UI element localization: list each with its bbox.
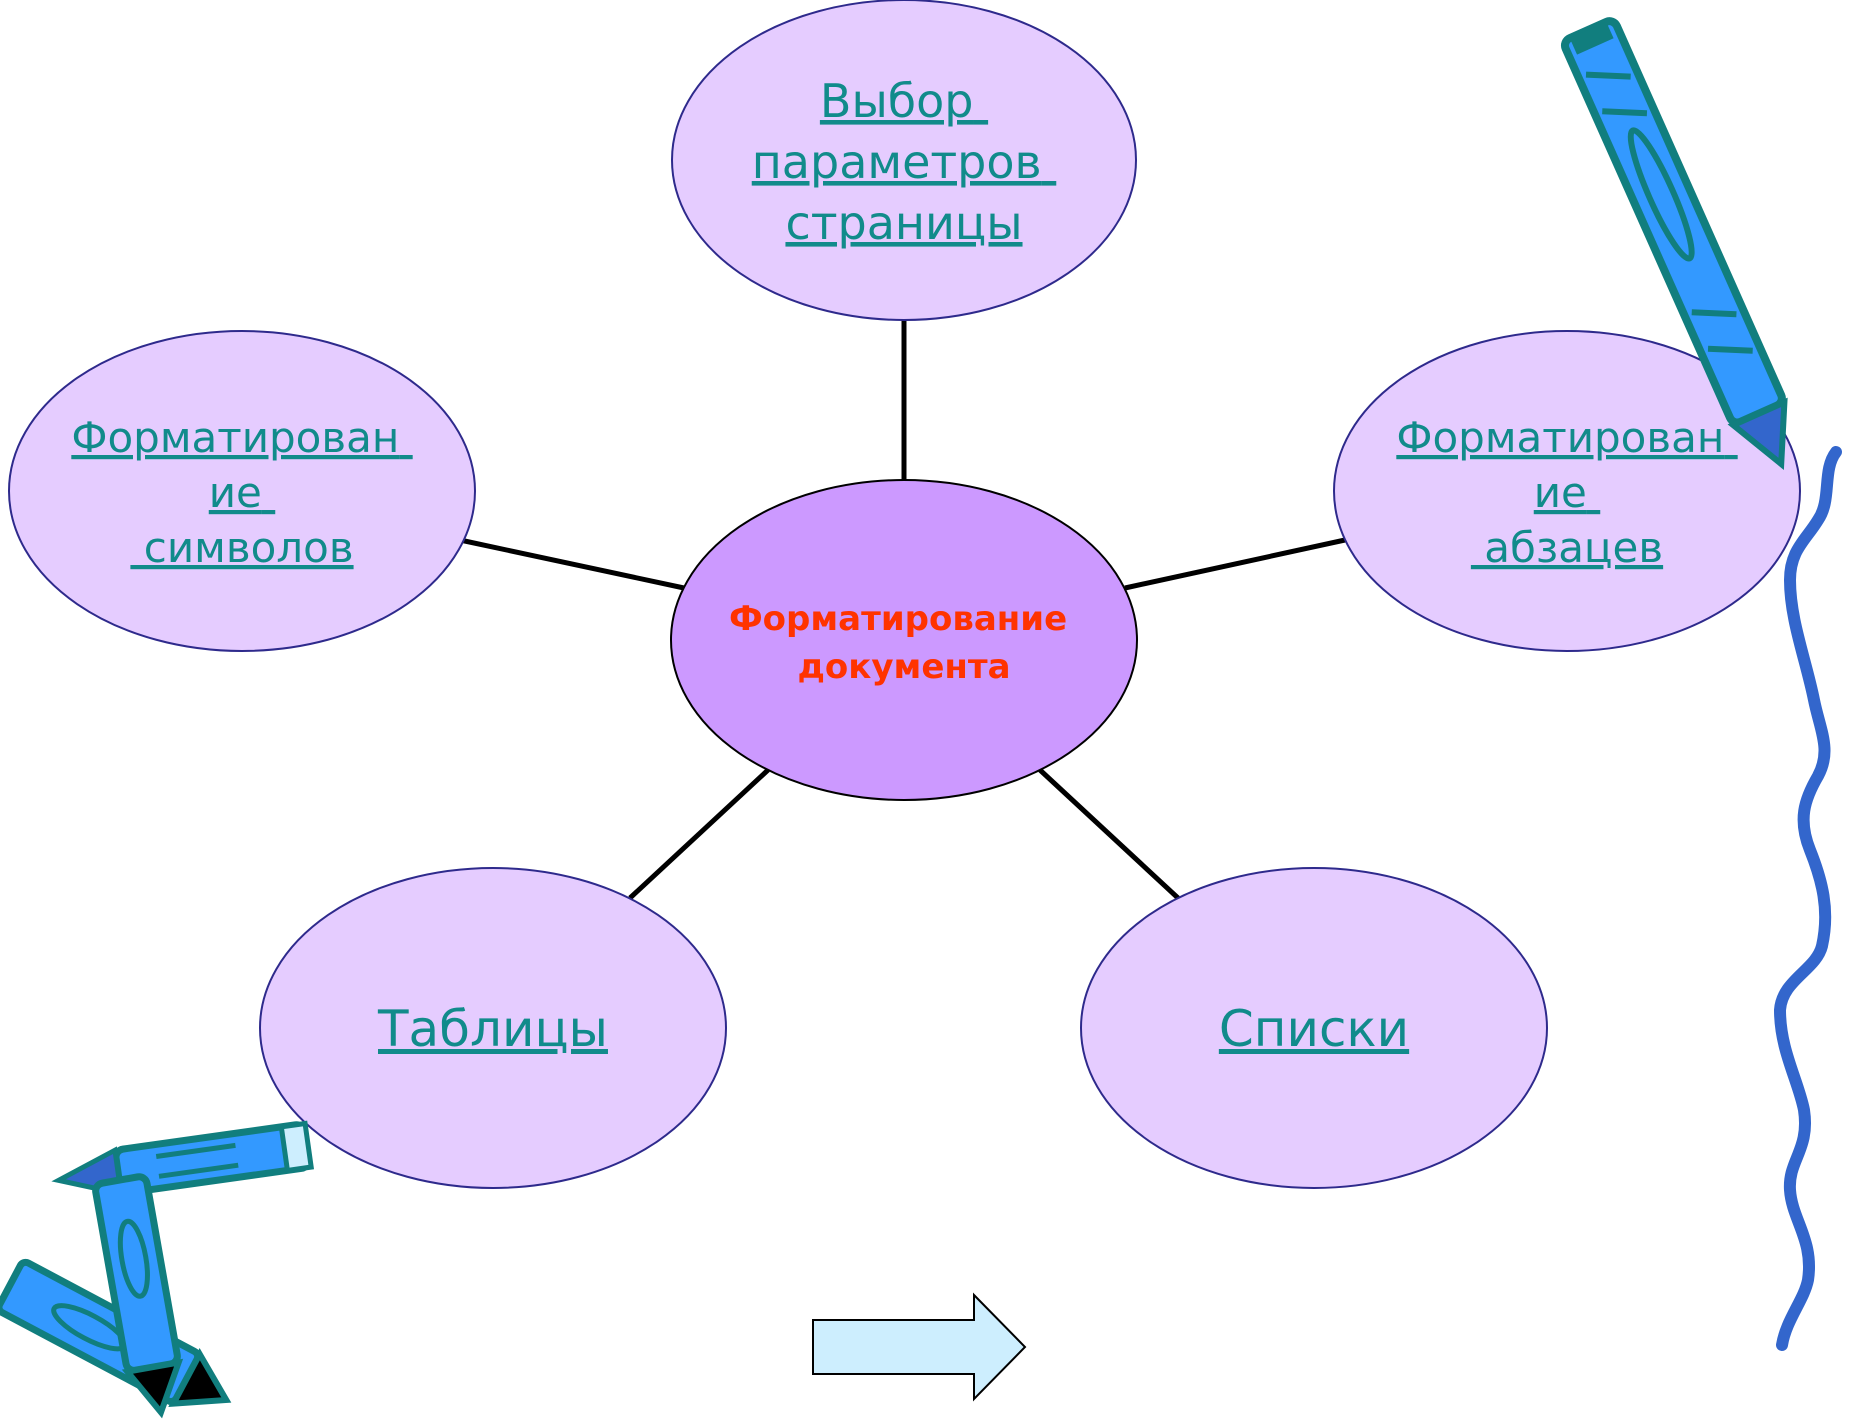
node-page-setup-line2: параметров (752, 135, 1042, 189)
node-char-format-line1: Форматирован (71, 413, 399, 462)
node-center-line1: Форматирование (729, 599, 1067, 639)
next-arrow-icon[interactable] (812, 1292, 1027, 1402)
node-char-format-label[interactable]: Форматирован ие символов (71, 413, 412, 572)
crossed-crayons-icon (0, 1120, 315, 1419)
crayon-icon (1560, 17, 1788, 470)
connector-bottom-left (628, 768, 770, 900)
node-char-format-line2: ие (209, 468, 262, 517)
node-para-format-line1: Форматирован (1396, 413, 1724, 462)
node-lists-ellipse (1080, 867, 1548, 1189)
node-lists[interactable]: Списки (1080, 867, 1548, 1189)
node-para-format-line3: абзацев (1471, 523, 1663, 572)
node-page-setup-line1: Выбор (820, 74, 974, 128)
node-center-ellipse (670, 479, 1138, 801)
node-lists-label[interactable]: Списки (1219, 1000, 1409, 1058)
node-center: Форматирование документа (670, 479, 1138, 801)
node-para-format-line2: ие (1534, 468, 1587, 517)
node-page-setup-label[interactable]: Выбор параметров страницы (752, 74, 1057, 250)
node-tables-ellipse (259, 867, 727, 1189)
node-page-setup-line3: страницы (785, 196, 1022, 250)
connector-right (1124, 537, 1346, 591)
node-para-format[interactable]: Форматирован ие абзацев (1333, 330, 1801, 652)
node-char-format-line3: символов (130, 523, 353, 572)
connector-bottom-right (1038, 768, 1180, 900)
node-page-setup[interactable]: Выбор параметров страницы (671, 0, 1137, 321)
node-tables[interactable]: Таблицы (259, 867, 727, 1189)
node-tables-label[interactable]: Таблицы (377, 1000, 608, 1058)
node-para-format-ellipse (1333, 330, 1801, 652)
connector-left (459, 537, 685, 591)
node-char-format[interactable]: Форматирован ие символов (8, 330, 476, 652)
squiggle-line-icon (1774, 446, 1842, 1351)
node-page-setup-ellipse (671, 0, 1137, 321)
node-center-label: Форматирование документа (729, 599, 1079, 687)
node-para-format-label[interactable]: Форматирован ие абзацев (1396, 413, 1737, 572)
node-char-format-ellipse (8, 330, 476, 652)
connectors (459, 320, 1346, 900)
node-center-line2: документа (797, 647, 1010, 687)
